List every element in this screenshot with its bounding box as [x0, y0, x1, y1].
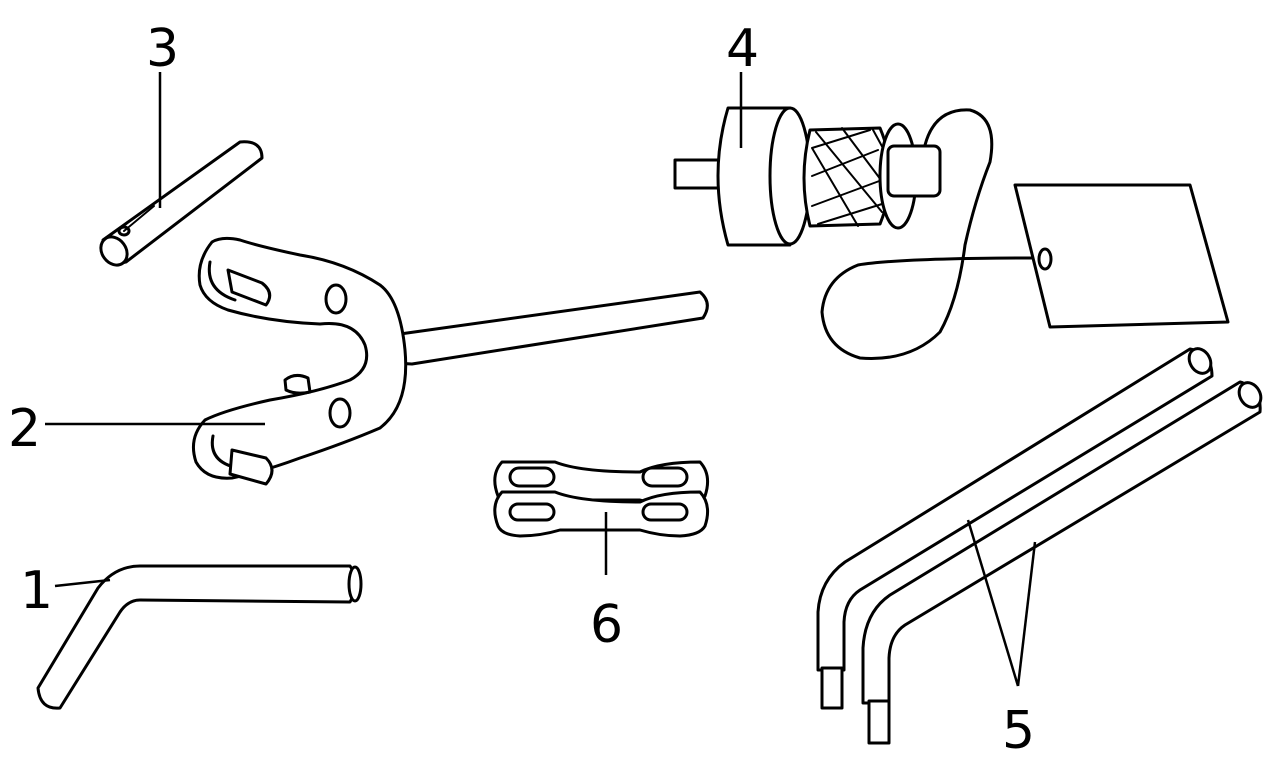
part-6-plate-link	[493, 460, 710, 538]
callout-5: 5	[1002, 701, 1035, 761]
callout-6: 6	[590, 595, 623, 655]
callout-1: 1	[20, 561, 53, 621]
part-1-hex-key	[36, 564, 363, 710]
callout-3: 3	[146, 19, 179, 79]
part-3-pin	[99, 140, 264, 267]
leader-5b	[1016, 541, 1037, 687]
leader-1	[54, 578, 111, 588]
part-5-rods	[816, 347, 1263, 745]
part-2-fork-tool	[192, 236, 709, 486]
leader-5a	[966, 519, 1020, 687]
part-4-screw-puller	[673, 106, 1230, 360]
callout-2: 2	[8, 399, 41, 459]
callout-4: 4	[726, 19, 759, 79]
